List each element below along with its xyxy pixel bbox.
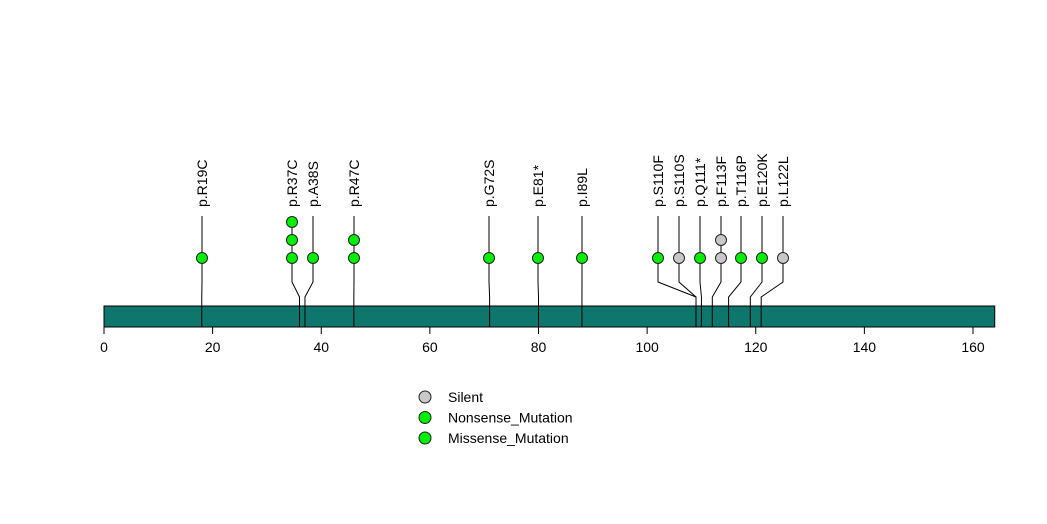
lollipop-stem [760,216,784,327]
mutation-point [286,216,298,228]
mutation-point [307,252,319,264]
x-tick-label: 20 [205,339,221,355]
legend-marker [418,411,432,424]
lollipop-stem [749,216,763,327]
mutation-point [756,252,768,264]
lollipop-stem [304,216,314,327]
mutation-label: p.R47C [346,160,362,207]
mutation-label: p.R19C [194,160,210,207]
lollipop-stem [291,216,301,327]
x-tick-label: 80 [531,339,547,355]
lollipop-stem [488,216,491,327]
legend-marker [418,390,432,404]
mutation-label: p.E81* [530,164,546,207]
mutation-point [196,252,208,264]
mutation-label: p.L122L [775,156,791,207]
mutation-point [735,252,747,264]
x-tick-label: 140 [853,339,877,355]
legend-marker [418,431,432,445]
mutation-point [576,252,588,264]
mutation-label: p.Q111* [692,157,708,207]
legend-label: Missense_Mutation [448,430,569,446]
mutation-point [652,252,664,264]
x-tick-label: 40 [313,339,329,355]
mutation-point [348,252,360,264]
mutation-point [715,234,727,246]
mutation-label: p.S110S [671,154,687,207]
mutation-point [715,252,727,264]
mutation-label: p.G72S [481,160,497,207]
mutation-label: p.T116P [733,155,749,207]
mutation-point [673,252,685,264]
lollipop-stem [728,216,742,327]
x-tick-label: 0 [100,339,108,355]
mutation-point [286,252,298,264]
legend-label: Silent [448,389,483,405]
protein-bar [103,305,996,328]
mutation-label: p.I89L [574,168,590,207]
x-tick-label: 60 [422,339,438,355]
mutation-point [348,234,360,246]
x-tick-label: 160 [961,339,985,355]
mutation-label: p.E120K [754,153,770,207]
mutation-label: p.A38S [305,161,321,207]
mutation-point [483,252,495,264]
legend-label: Nonsense_Mutation [448,410,573,426]
mutation-point [286,234,298,246]
lollipop-stem [711,216,722,327]
mutation-point [694,252,706,264]
lollipop-stem [537,216,539,327]
x-tick-label: 120 [744,339,768,355]
mutation-label: p.S110F [650,155,666,207]
mutation-point [777,252,789,264]
mutation-label: p.F113F [713,156,729,207]
mutation-point [532,252,544,264]
lollipop-stem [678,216,697,327]
lollipop-stem [699,216,702,327]
mutation-label: p.R37C [284,160,300,207]
x-tick-label: 100 [635,339,659,355]
